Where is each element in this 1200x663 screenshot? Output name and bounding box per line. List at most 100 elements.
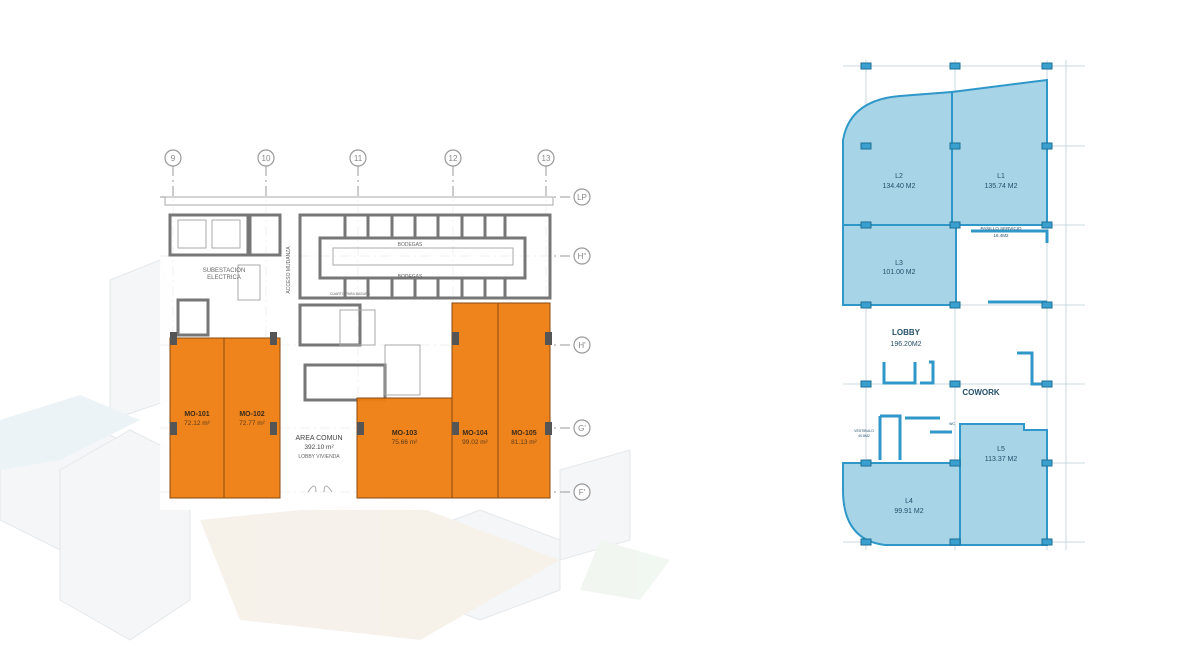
pasillo-area: 16.4M2 xyxy=(993,233,1009,238)
bodegas-label-2: BODEGAS xyxy=(398,274,423,280)
column xyxy=(1041,538,1053,546)
grid-bubble xyxy=(573,483,591,501)
unit-L5-area: 113.37 M2 xyxy=(985,456,1018,463)
unit-fill xyxy=(497,302,551,499)
column xyxy=(1041,221,1053,229)
unit-L3-name: L3 xyxy=(895,260,903,267)
grid-column-label: 12 xyxy=(449,154,458,163)
column xyxy=(170,422,177,435)
unit-L1-name: L1 xyxy=(997,173,1005,180)
column xyxy=(949,142,961,150)
unit-fill xyxy=(169,337,225,499)
unit-area: 81.13 m² xyxy=(511,439,537,446)
grid-column-label: 10 xyxy=(262,154,271,163)
unit-L5[interactable] xyxy=(959,423,1048,546)
column xyxy=(860,62,872,70)
unit-mo-105[interactable]: MO-105 81.13 m² xyxy=(497,302,551,499)
background-buildings xyxy=(0,259,670,641)
column xyxy=(949,538,961,546)
column xyxy=(860,538,872,546)
column xyxy=(949,459,961,467)
lobby-vivienda-label: LOBBY VIVIENDA xyxy=(298,454,340,460)
area-comun-size: 392.10 m² xyxy=(304,444,334,451)
cuarto-basura-label: CUARTO PARA BASURA xyxy=(330,292,371,296)
vestibulo-area: 40.8M2 xyxy=(858,434,870,438)
unit-name: MO-104 xyxy=(462,430,487,437)
column xyxy=(357,422,364,435)
unit-name: MO-101 xyxy=(184,411,209,418)
unit-mo-103[interactable]: MO-103 75.66 m² xyxy=(356,397,453,499)
unit-L2-name: L2 xyxy=(895,173,903,180)
grid-row-label: H'' xyxy=(578,252,587,261)
subestacion-label: SUBESTACION xyxy=(203,268,246,274)
unit-name: MO-105 xyxy=(511,430,536,437)
electrica-label: ELECTRICA xyxy=(207,275,241,281)
grid-row-label: LP xyxy=(577,193,587,202)
column xyxy=(270,422,277,435)
column xyxy=(860,142,872,150)
column xyxy=(1041,62,1053,70)
grid-bubble xyxy=(573,188,591,206)
grid-column-label: 13 xyxy=(542,154,551,163)
unit-mo-101[interactable]: MO-101 72.12 m² xyxy=(169,337,225,499)
unit-area: 75.66 m² xyxy=(392,439,418,446)
column xyxy=(860,301,872,309)
unit-L2-area: 134.40 M2 xyxy=(882,183,915,190)
unit-L1[interactable] xyxy=(951,78,1048,226)
grid-row-label: G' xyxy=(578,424,586,433)
unit-L5-name: L5 xyxy=(997,446,1005,453)
column xyxy=(452,332,459,345)
grid-bubble xyxy=(573,336,591,354)
unit-mo-104[interactable]: MO-104 99.02 m² xyxy=(451,302,499,499)
grid-bubble xyxy=(573,419,591,437)
column xyxy=(545,332,552,345)
unit-area: 72.77 m² xyxy=(239,420,265,427)
grid-row-label: H' xyxy=(578,341,586,350)
wc-label: WC xyxy=(949,422,955,426)
unit-L2[interactable] xyxy=(842,90,953,226)
grid-bubble xyxy=(349,149,367,167)
unit-fill xyxy=(223,337,281,499)
unit-area: 99.02 m² xyxy=(462,439,488,446)
bodegas-label-1: BODEGAS xyxy=(398,242,423,248)
unit-L4-name: L4 xyxy=(905,498,913,505)
unit-fill xyxy=(451,302,499,499)
unit-name: MO-102 xyxy=(239,411,264,418)
grid-bubble xyxy=(164,149,182,167)
lobby-label: LOBBY xyxy=(892,328,921,337)
grid-bubble xyxy=(537,149,555,167)
vestibulo-label: VESTIBULO xyxy=(854,429,874,433)
column xyxy=(452,422,459,435)
grid-bubble xyxy=(444,149,462,167)
column xyxy=(860,380,872,388)
lobby-area: 196.20M2 xyxy=(890,341,921,348)
column xyxy=(949,221,961,229)
column xyxy=(1041,459,1053,467)
column xyxy=(860,221,872,229)
right-floor-plan: L2 134.40 M2 L1 135.74 M2 L3 101.00 M2 L… xyxy=(842,60,1085,550)
column xyxy=(860,459,872,467)
column xyxy=(949,62,961,70)
grid-bubble xyxy=(573,247,591,265)
unit-L4[interactable] xyxy=(842,462,961,546)
column xyxy=(1041,142,1053,150)
column xyxy=(949,380,961,388)
unit-area: 72.12 m² xyxy=(184,420,210,427)
column xyxy=(1041,380,1053,388)
unit-L1-area: 135.74 M2 xyxy=(984,183,1017,190)
unit-name: MO-103 xyxy=(392,430,417,437)
column xyxy=(270,332,277,345)
unit-L3-area: 101.00 M2 xyxy=(882,269,915,276)
grid-column-label: 9 xyxy=(171,154,176,163)
acceso-mudanza-label: ACCESO MUDANZA xyxy=(286,246,292,294)
pasillo-label: PASILLO SERVICIO xyxy=(980,226,1022,231)
area-comun-label: AREA COMUN xyxy=(295,435,342,442)
column xyxy=(949,301,961,309)
unit-mo-102[interactable]: MO-102 72.77 m² xyxy=(223,337,281,499)
grid-bubble xyxy=(257,149,275,167)
column xyxy=(1041,301,1053,309)
unit-L4-area: 99.91 M2 xyxy=(894,508,923,515)
cowork-label: COWORK xyxy=(962,388,1000,397)
